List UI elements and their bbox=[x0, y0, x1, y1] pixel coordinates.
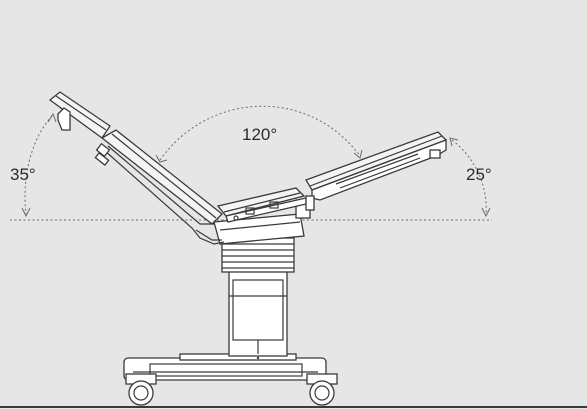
wheel-right bbox=[306, 373, 338, 406]
arc-120 bbox=[155, 105, 363, 163]
table-base bbox=[123, 353, 327, 381]
column bbox=[228, 269, 288, 360]
head-rest bbox=[48, 91, 111, 139]
column-top bbox=[213, 199, 311, 245]
wheel-left bbox=[125, 373, 157, 406]
arc-35 bbox=[21, 112, 57, 218]
angle-label-25: 25° bbox=[466, 165, 492, 184]
arc-25 bbox=[449, 137, 491, 218]
leg-section bbox=[305, 131, 448, 211]
angle-label-35: 35° bbox=[10, 165, 36, 184]
back-section bbox=[94, 129, 225, 245]
angle-label-120: 120° bbox=[242, 125, 277, 144]
column-bellows bbox=[221, 237, 295, 273]
